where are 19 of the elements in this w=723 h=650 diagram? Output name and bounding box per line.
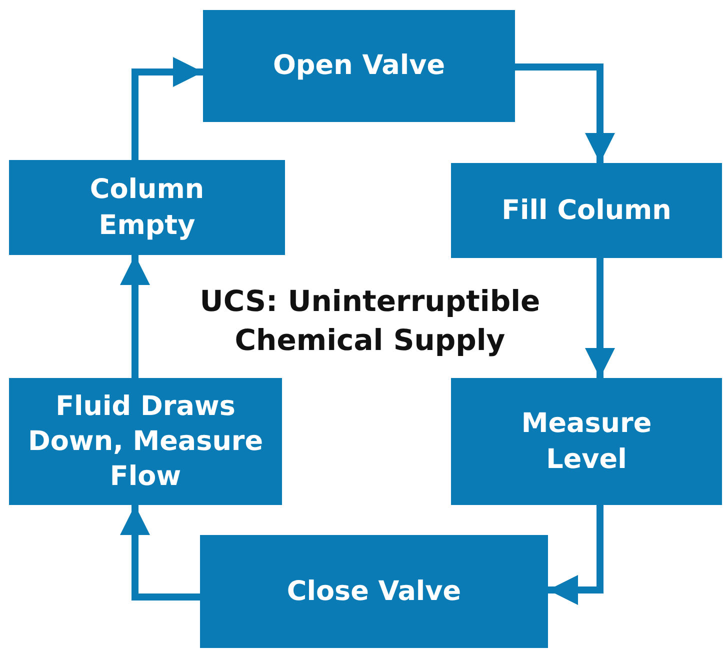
diagram-title: UCS: Uninterruptible Chemical Supply [198,283,542,360]
step-label: Open Valve [272,49,446,84]
process-box [451,378,722,505]
process-box [451,163,722,258]
arrow [120,255,150,378]
process-box [200,535,548,648]
step-label: Fill Column [502,194,672,228]
process-box [203,10,515,122]
step-label: Column Empty [88,173,206,242]
process-box [9,160,285,255]
arrow [120,505,200,600]
arrow [585,258,615,378]
arrow [132,57,203,160]
arrow [515,64,615,163]
step-label: Fluid Draws Down, Measure Flow [26,390,264,494]
process-box [9,378,282,505]
step-label: Close Valve [286,574,462,609]
arrow [548,505,604,605]
step-label: Measure Level [520,407,653,476]
